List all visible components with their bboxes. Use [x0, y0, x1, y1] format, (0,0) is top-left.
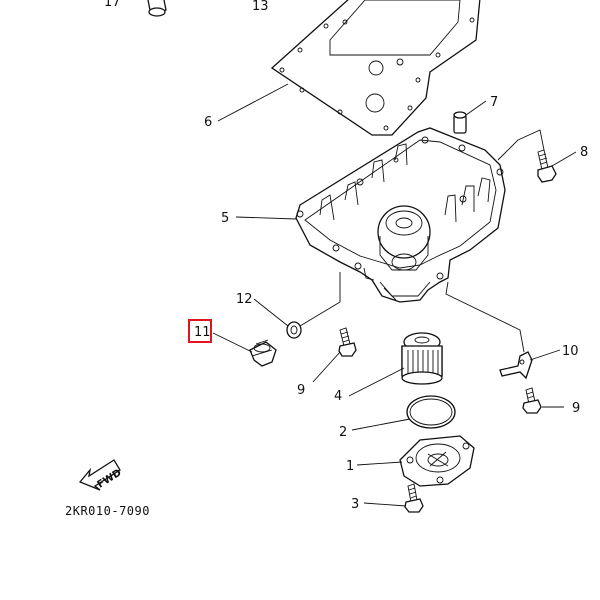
washer-part-12[interactable]	[286, 321, 302, 339]
clamp-part-10[interactable]	[499, 351, 533, 380]
callout-11[interactable]: 11	[194, 325, 211, 340]
drawing-code: 2KR010-7090	[65, 504, 150, 518]
bolt-part-9-right[interactable]	[522, 387, 542, 414]
dowel-pin-part-7[interactable]	[453, 111, 467, 134]
callout-9-left[interactable]: 9	[297, 383, 305, 398]
callout-11-highlight[interactable]: 11	[188, 319, 212, 343]
callout-17[interactable]: 17	[104, 0, 121, 10]
bolt-part-17[interactable]	[147, 0, 167, 17]
gasket-plate-part-6[interactable]	[270, 0, 481, 136]
callout-7[interactable]: 7	[490, 95, 498, 110]
callout-3[interactable]: 3	[351, 497, 359, 512]
oil-pan-part-5[interactable]	[295, 127, 506, 303]
callout-5[interactable]: 5	[221, 211, 229, 226]
bolt-part-8[interactable]	[537, 149, 557, 183]
callout-8[interactable]: 8	[580, 145, 588, 160]
o-ring-part-2[interactable]	[406, 395, 456, 429]
bolt-part-3[interactable]	[404, 483, 424, 513]
callout-12[interactable]: 12	[236, 292, 253, 307]
leader-lines	[212, 83, 577, 507]
bolt-part-9-left[interactable]	[338, 327, 357, 357]
callout-2[interactable]: 2	[339, 425, 347, 440]
callout-13[interactable]: 13	[252, 0, 269, 14]
callout-1[interactable]: 1	[346, 459, 354, 474]
callout-10[interactable]: 10	[562, 344, 579, 359]
drain-plug-part-11[interactable]	[249, 339, 277, 367]
callout-9-right[interactable]: 9	[572, 401, 580, 416]
oil-filter-part-4[interactable]	[401, 332, 443, 385]
forward-direction-arrow: FWD	[78, 459, 124, 491]
highlight-box	[188, 319, 212, 343]
filter-housing-part-1[interactable]	[399, 435, 475, 487]
callout-4[interactable]: 4	[334, 389, 342, 404]
callout-6[interactable]: 6	[204, 115, 212, 130]
